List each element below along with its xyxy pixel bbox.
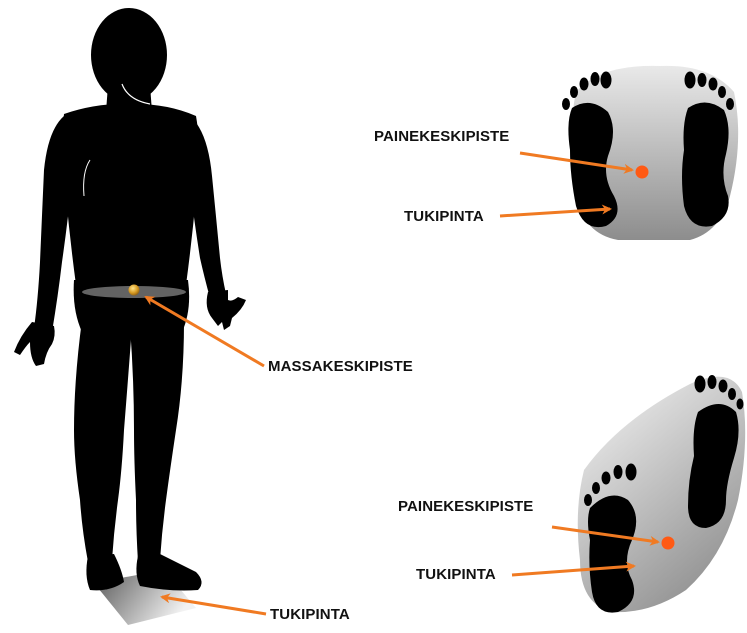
body-support-area-label: TUKIPINTA (270, 607, 350, 622)
top-feet-diagram (562, 66, 738, 240)
bottom-center-of-pressure-label: PAINEKESKIPISTE (398, 499, 533, 514)
center-of-mass-ball (129, 285, 140, 296)
top-support-area-label: TUKIPINTA (404, 209, 484, 224)
bottom-center-of-pressure-dot (662, 537, 675, 550)
top-center-of-pressure-dot (636, 166, 649, 179)
bottom-feet-diagram (578, 375, 745, 613)
bottom-support-area-label: TUKIPINTA (416, 567, 496, 582)
top-center-of-pressure-label: PAINEKESKIPISTE (374, 129, 509, 144)
center-of-mass-label: MASSAKESKIPISTE (268, 359, 413, 374)
